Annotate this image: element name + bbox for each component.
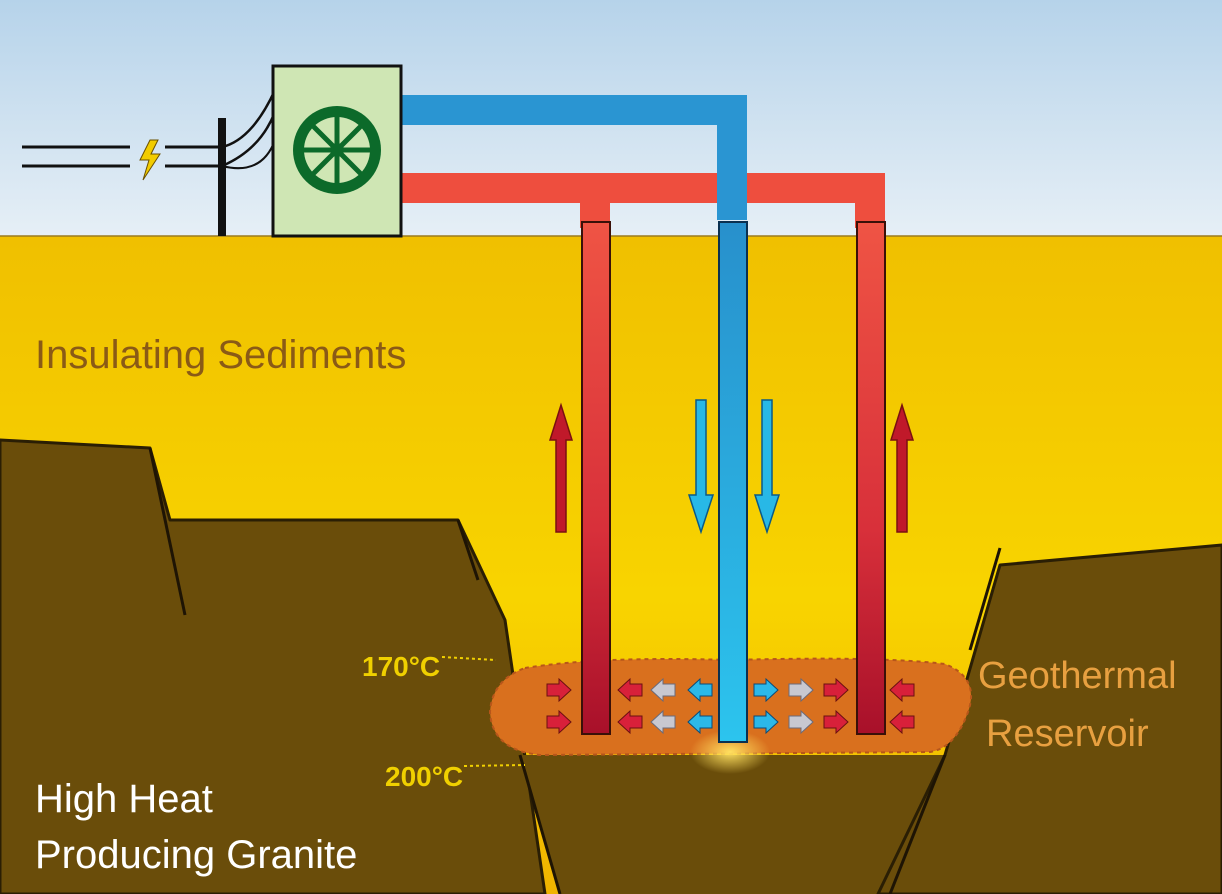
production-well-left (581, 221, 611, 735)
label-temp-200: 200°C (385, 761, 463, 792)
fault-line-right (968, 547, 1002, 651)
flow-arrow-up (889, 402, 915, 533)
label-reservoir-line2: Reservoir (986, 713, 1149, 755)
label-granite-line1: High Heat (35, 777, 213, 821)
production-well-right (856, 221, 886, 735)
flow-arrow-up (548, 402, 574, 533)
label-granite-line2: Producing Granite (35, 833, 357, 877)
fault-line-left (148, 447, 187, 616)
hot-return-pipe-surface (400, 173, 885, 228)
power-pole-icon (218, 118, 226, 236)
flow-arrow-down (687, 399, 715, 535)
turbine-wheel-icon (293, 106, 381, 194)
granite-center-block (520, 755, 945, 894)
heat-glow (690, 730, 770, 774)
temp-200-leader (463, 764, 526, 767)
reservoir-flow-arrows (546, 677, 915, 735)
injection-well (718, 221, 748, 743)
granite-right-block (876, 543, 1222, 894)
flow-arrow-down (753, 399, 781, 535)
lightning-bolt-icon (139, 139, 161, 181)
label-insulating-sediments: Insulating Sediments (35, 333, 406, 377)
label-temp-170: 170°C (362, 651, 440, 682)
label-reservoir-line1: Geothermal (978, 655, 1177, 697)
